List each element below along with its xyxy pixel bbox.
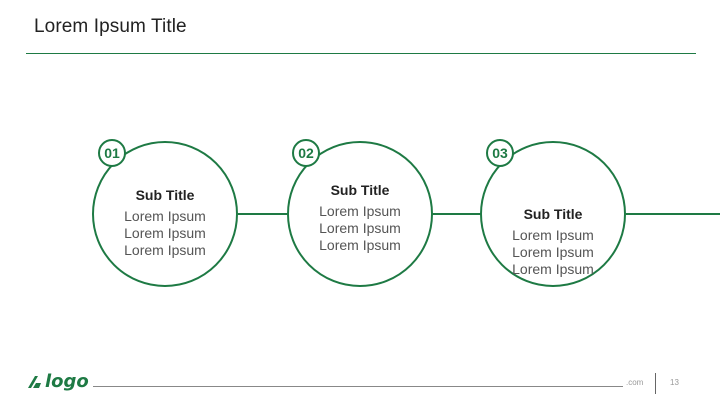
step-1-content: Sub Title Lorem Ipsum Lorem Ipsum Lorem … [92,186,238,259]
logo-mark-icon [28,376,41,388]
connector-2-3 [432,213,482,215]
slide-title: Lorem Ipsum Title [34,16,187,37]
footer-domain: .com [626,378,644,387]
step-2-content: Sub Title Lorem Ipsum Lorem Ipsum Lorem … [287,181,433,254]
footer-divider [93,386,623,387]
page-number: 13 [670,378,679,387]
step-3-line-1: Lorem Ipsum [512,227,594,243]
step-2-line-3: Lorem Ipsum [319,237,401,253]
connector-1-2 [238,213,288,215]
footer-logo: logo [26,371,89,393]
step-3-line-2: Lorem Ipsum [512,244,594,260]
step-1-line-1: Lorem Ipsum [124,208,206,224]
step-1-number-badge: 01 [98,139,126,167]
step-1-line-3: Lorem Ipsum [124,242,206,258]
step-2-line-2: Lorem Ipsum [319,220,401,236]
step-3-number-badge: 03 [486,139,514,167]
logo-text: logo [45,371,89,392]
step-2-number-badge: 02 [292,139,320,167]
step-3-line-3: Lorem Ipsum [512,261,594,277]
step-2-line-1: Lorem Ipsum [319,203,401,219]
step-2-subtitle: Sub Title [330,182,390,198]
footer-separator [655,373,656,394]
title-divider [26,53,696,54]
step-1-line-2: Lorem Ipsum [124,225,206,241]
step-3-content: Sub Title Lorem Ipsum Lorem Ipsum Lorem … [480,205,626,278]
step-1-subtitle: Sub Title [135,187,195,203]
connector-3-end [626,213,720,215]
step-3-subtitle: Sub Title [523,206,583,222]
